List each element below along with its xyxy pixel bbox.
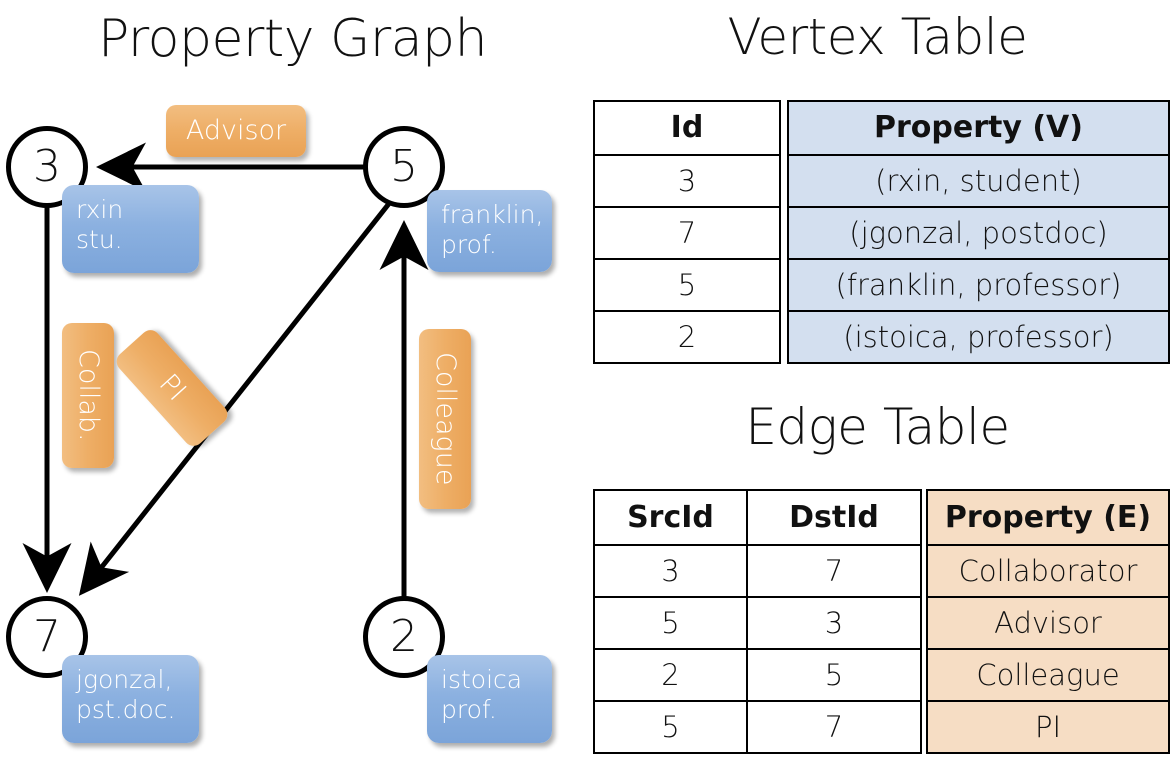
edge-table-property-column: Property (E) Collaborator Advisor Collea… [926,489,1170,754]
edge-table-cell-srcid: 3 [593,544,748,598]
vertex-table-cell-property: (jgonzal, postdoc) [787,206,1170,260]
vertex-table-property-column: Property (V) (rxin, student) (jgonzal, p… [787,100,1170,364]
edge-label-colleague-text: Colleague [430,352,461,486]
edge-label-advisor-text: Advisor [185,115,287,146]
vertex-table-header-id: Id [593,100,781,156]
property-graph-diagram: 3 5 7 2 rxin stu. franklin, prof. jgonza… [6,105,552,743]
graph-node-5[interactable]: 5 [363,126,445,208]
edge-table-header-dstid: DstId [746,489,922,546]
edge-5-to-7 [78,194,397,596]
edge-table-cell-property: Advisor [926,596,1170,650]
node-2-property-line-1: istoica [441,665,523,694]
edge-table-dstid-column: DstId 7 3 5 7 [746,489,922,754]
node-7-property-line-2: pst.doc. [76,695,176,724]
page-title-property-graph: Property Graph [97,9,488,69]
vertex-table-cell-id: 2 [593,310,781,364]
page-title-vertex-table: Vertex Table [727,8,1028,66]
edge-table-header-property: Property (E) [926,489,1170,546]
node-7-property-line-1: jgonzal, [76,665,173,694]
vertex-table-header-property: Property (V) [787,100,1170,156]
edge-label-pi-text: PI [152,368,193,408]
node-property-box-3: rxin stu. [62,185,199,273]
edge-table-cell-dstid: 3 [746,596,922,650]
vertex-table-cell-id: 7 [593,206,781,260]
node-property-box-7: jgonzal, pst.doc. [62,655,199,743]
edge-label-advisor: Advisor [166,105,306,157]
edge-table-header-srcid: SrcId [593,489,748,546]
edge-label-collab: Collab. [62,323,114,468]
vertex-table-cell-property: (rxin, student) [787,154,1170,208]
vertex-table-cell-id: 5 [593,258,781,312]
node-3-property-line-1: rxin [76,195,124,224]
node-3-property-line-2: stu. [76,225,123,254]
edge-table-cell-srcid: 5 [593,700,748,754]
vertex-table-id-column: Id 3 7 5 2 [593,100,781,364]
graph-edges-layer [22,142,429,598]
edge-table-cell-property: Colleague [926,648,1170,702]
node-5-property-line-1: franklin, [441,200,544,229]
edge-table-cell-dstid: 7 [746,700,922,754]
node-property-box-2: istoica prof. [427,655,552,743]
graph-node-2[interactable]: 2 [363,596,445,678]
node-property-box-5: franklin, prof. [427,190,552,272]
edge-table-cell-dstid: 7 [746,544,922,598]
edge-table-cell-property: Collaborator [926,544,1170,598]
node-2-property-line-2: prof. [441,695,497,724]
edge-label-colleague: Colleague [419,329,471,509]
edge-table-cell-srcid: 5 [593,596,748,650]
vertex-table-cell-property: (istoica, professor) [787,310,1170,364]
vertex-table-cell-property: (franklin, professor) [787,258,1170,312]
edge-label-collab-text: Collab. [73,349,104,442]
node-5-property-line-2: prof. [441,230,497,259]
edge-table-cell-dstid: 5 [746,648,922,702]
vertex-table-cell-id: 3 [593,154,781,208]
edge-table-cell-property: PI [926,700,1170,754]
edge-table-cell-srcid: 2 [593,648,748,702]
page-title-edge-table: Edge Table [745,398,1010,456]
edge-table-srcid-column: SrcId 3 5 2 5 [593,489,748,754]
